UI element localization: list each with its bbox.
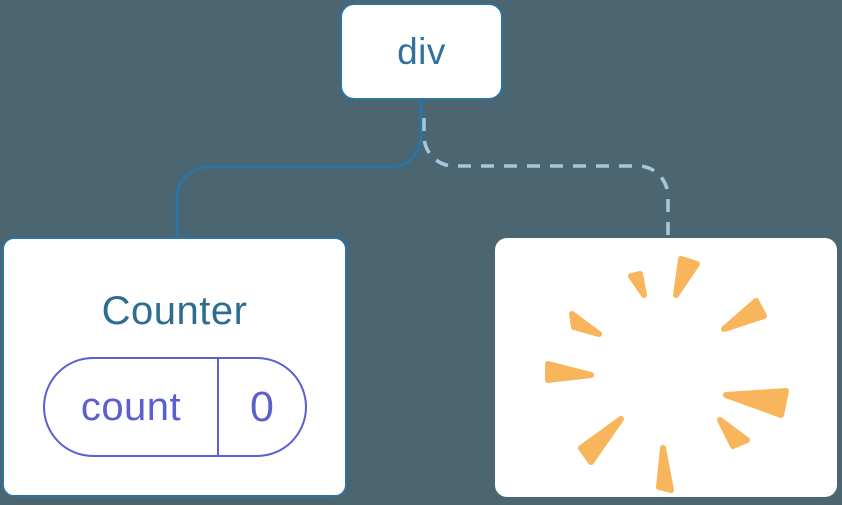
poof-ray [723, 388, 789, 418]
poof-ray [578, 416, 624, 465]
poof-ray [673, 256, 700, 298]
dashed-connector-line [422, 118, 670, 238]
root-node: div [340, 3, 503, 100]
poof-ray [545, 361, 594, 383]
state-value-label: 0 [250, 382, 274, 431]
poof-ray [569, 311, 602, 337]
root-node-label: div [397, 30, 446, 72]
counter-node-card: Counter count 0 [2, 237, 347, 497]
poof-ray [656, 445, 674, 493]
counter-title: Counter [101, 289, 248, 333]
state-key-label: count [45, 359, 219, 455]
removed-node-card [495, 238, 837, 497]
state-pill: count 0 [43, 357, 307, 457]
poof-ray [628, 271, 647, 298]
poof-ray [721, 298, 767, 332]
poof-ray [717, 417, 750, 449]
poof-icon [545, 256, 789, 493]
solid-connector-line [175, 100, 423, 239]
